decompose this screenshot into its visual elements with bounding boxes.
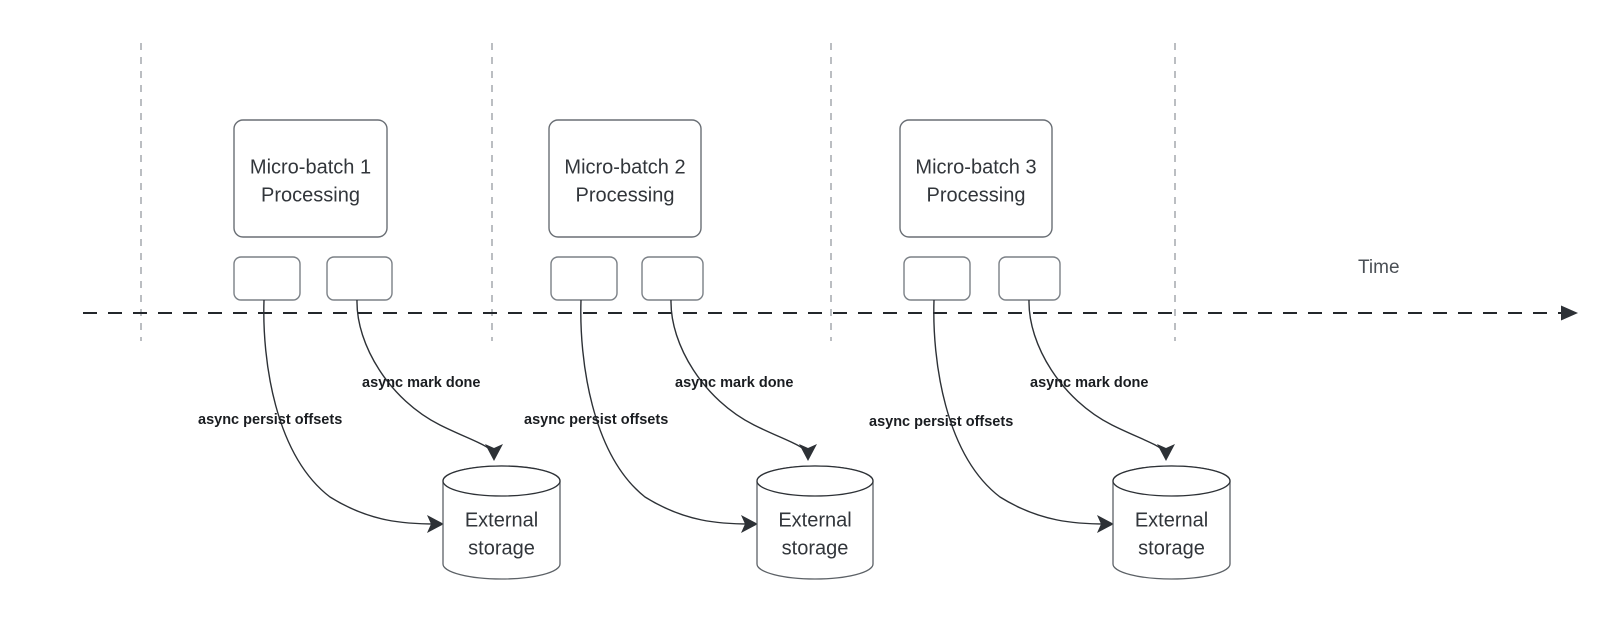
persist-offsets-task[interactable] xyxy=(550,256,618,301)
async-mark-done-label: async mark done xyxy=(362,375,480,391)
async-mark-done-label: async mark done xyxy=(1030,375,1148,391)
storage-label-line1: External xyxy=(1135,510,1208,532)
micro-batch-subtitle: Processing xyxy=(576,185,675,207)
group-3: Micro-batch 3 Processing async persist off… xyxy=(869,119,1231,580)
async-persist-offsets-curve xyxy=(580,299,751,525)
micro-batch-subtitle: Processing xyxy=(927,185,1026,207)
micro-batch-box-shape xyxy=(233,119,388,238)
time-axis-arrowhead xyxy=(1561,305,1578,321)
async-mark-done-label: async mark done xyxy=(675,375,793,391)
external-storage-cylinder[interactable]: External storage xyxy=(756,465,874,580)
async-persist-offsets-arrowhead xyxy=(427,515,444,533)
micro-batch-box[interactable]: Micro-batch 1 Processing xyxy=(233,119,388,238)
async-persist-offsets-curve xyxy=(263,299,437,525)
async-mark-done-arrowhead xyxy=(1157,444,1175,461)
micro-batch-box-shape xyxy=(548,119,702,238)
mark-done-task[interactable] xyxy=(998,256,1061,301)
micro-batch-title: Micro-batch 3 xyxy=(915,157,1036,179)
cylinder-top-ellipse xyxy=(1112,465,1231,497)
micro-batch-groups-layer: Micro-batch 1 Processing async persist off… xyxy=(198,119,1231,580)
cylinder-top-ellipse xyxy=(756,465,874,497)
async-persist-offsets-label: async persist offsets xyxy=(198,412,342,428)
storage-label-line2: storage xyxy=(468,538,535,560)
mark-done-task[interactable] xyxy=(326,256,393,301)
group-1: Micro-batch 1 Processing async persist off… xyxy=(198,119,561,580)
micro-batch-title: Micro-batch 2 xyxy=(564,157,685,179)
mark-done-task[interactable] xyxy=(641,256,704,301)
storage-label-line1: External xyxy=(465,510,538,532)
external-storage-cylinder[interactable]: External storage xyxy=(442,465,561,580)
micro-batch-box[interactable]: Micro-batch 2 Processing xyxy=(548,119,702,238)
async-persist-offsets-label: async persist offsets xyxy=(869,414,1013,430)
async-mark-done-curve xyxy=(1028,299,1166,453)
time-axis-label: Time xyxy=(1358,257,1400,278)
persist-offsets-task[interactable] xyxy=(233,256,301,301)
async-mark-done-arrowhead xyxy=(485,444,503,461)
persist-offsets-task[interactable] xyxy=(903,256,971,301)
micro-batch-title: Micro-batch 1 xyxy=(250,157,371,179)
storage-label-line2: storage xyxy=(1138,538,1205,560)
micro-batch-box-shape xyxy=(899,119,1053,238)
async-persist-offsets-arrowhead xyxy=(741,515,758,533)
external-storage-cylinder[interactable]: External storage xyxy=(1112,465,1231,580)
storage-label-line2: storage xyxy=(782,538,849,560)
cylinder-top-ellipse xyxy=(442,465,561,497)
async-mark-done-arrowhead xyxy=(799,444,817,461)
micro-batch-box[interactable]: Micro-batch 3 Processing xyxy=(899,119,1053,238)
time-axis-group xyxy=(83,305,1578,321)
async-persist-offsets-label: async persist offsets xyxy=(524,412,668,428)
async-persist-offsets-curve xyxy=(933,299,1107,525)
async-persist-offsets-arrowhead xyxy=(1097,515,1114,533)
group-2: Micro-batch 2 Processing async persist off… xyxy=(524,119,874,580)
storage-label-line1: External xyxy=(778,510,851,532)
micro-batch-subtitle: Processing xyxy=(261,185,360,207)
async-mark-done-curve xyxy=(356,299,494,453)
async-mark-done-curve xyxy=(670,299,808,453)
